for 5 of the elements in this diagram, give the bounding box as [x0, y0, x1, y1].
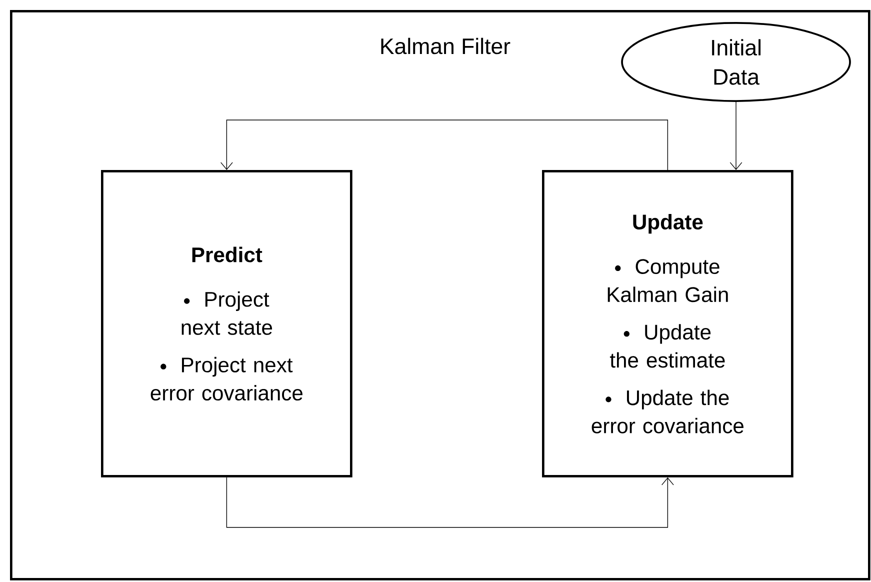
process-box: Predict Project next state Project next error covariance — [101, 170, 352, 478]
arrow — [220, 120, 668, 170]
arrow — [730, 102, 742, 170]
arrow — [226, 477, 674, 528]
process-box: Update Compute Kalman Gain Update the estimate Update the error covariance — [542, 170, 794, 478]
